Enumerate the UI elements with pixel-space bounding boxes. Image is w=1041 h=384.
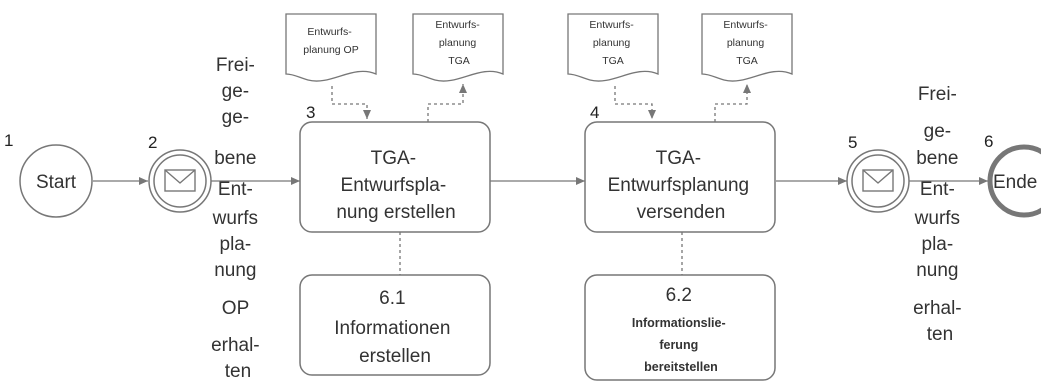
label-line: erhal-: [211, 335, 260, 356]
message-event-2-label: Frei- ge- ge- bene Ent- wurfs pla- nung …: [211, 55, 265, 382]
task-label-line: 6.1: [379, 288, 405, 309]
document-entwurfsplanung-tga-input[interactable]: Entwurfs- planung TGA: [567, 13, 659, 82]
end-event[interactable]: 6 Ende: [984, 132, 1041, 218]
label-line: ge-: [222, 81, 249, 102]
data-associations: [331, 84, 751, 275]
document-label-line: planung: [593, 37, 631, 49]
label-line: ge-: [924, 121, 951, 142]
envelope-icon: [164, 169, 196, 192]
task-label-line: Informationslie-: [632, 316, 726, 330]
label-line: ge-: [222, 107, 249, 128]
association-task3-to-doc2[interactable]: [427, 84, 467, 122]
label-line: wurfs: [914, 208, 960, 229]
document-label-line: TGA: [736, 55, 758, 67]
task-informationen-erstellen[interactable]: 6.1 Informationen erstellen: [299, 274, 491, 376]
label-line: Frei-: [918, 84, 957, 105]
label-line: Ent-: [218, 179, 253, 200]
message-event-5-label: Frei- ge- bene Ent- wurfs pla- nung erha…: [913, 84, 967, 345]
task-label-line: Entwurfspla-: [341, 175, 447, 196]
message-catch-event-2[interactable]: 2: [148, 133, 212, 213]
start-event[interactable]: 1 Start: [4, 131, 93, 218]
label-line: Ent-: [920, 179, 955, 200]
label-line: pla-: [922, 234, 954, 255]
document-entwurfsplanung-op[interactable]: Entwurfs- planung OP: [285, 13, 377, 82]
label-line: erhal-: [913, 298, 962, 319]
task-tga-entwurfsplanung-versenden[interactable]: 4 TGA- Entwurfsplanung versenden: [584, 103, 776, 233]
svg-text:Entwurfs- planung: Entwurfs- planung TGA: [435, 19, 482, 67]
task-number: 3: [306, 103, 315, 122]
document-label-line: planung: [727, 37, 765, 49]
task-label-line: Informationen: [334, 318, 450, 339]
label-line: bene: [214, 148, 256, 169]
label-line: nung: [214, 260, 256, 281]
document-label-line: Entwurfs-: [307, 26, 352, 38]
start-event-label: Start: [36, 172, 77, 193]
label-line: bene: [916, 148, 958, 169]
label-line: ten: [225, 361, 251, 382]
document-label-line: planung OP: [303, 44, 358, 56]
document-label-line: Entwurfs-: [723, 19, 768, 31]
document-label-line: Entwurfs-: [435, 19, 480, 31]
association-doc3-to-task4[interactable]: [614, 86, 656, 119]
task-informationslieferung-bereitstellen[interactable]: 6.2 Informationslie- ferung bereitstelle…: [584, 274, 776, 381]
svg-text:TGA- Entwurfsplanung: TGA- Entwurfsplanung versenden: [608, 148, 755, 223]
task-tga-entwurfsplanung-erstellen[interactable]: 3 TGA- Entwurfspla- nung erstellen: [299, 103, 491, 233]
task-label-line: ferung: [659, 338, 698, 352]
svg-text:Entwurfs- planung OP: Entwurfs- planung OP: [303, 26, 358, 56]
document-label-line: TGA: [602, 55, 624, 67]
label-line: nung: [916, 260, 958, 281]
task-label-line: erstellen: [359, 346, 431, 367]
task-label-line: 6.2: [666, 285, 692, 306]
association-task4-to-doc4[interactable]: [714, 84, 751, 122]
document-entwurfsplanung-tga-sent[interactable]: Entwurfs- planung TGA: [701, 13, 793, 82]
end-event-number: 6: [984, 132, 993, 151]
event-number: 5: [848, 133, 857, 152]
label-line: Frei-: [216, 55, 255, 76]
label-line: wurfs: [212, 208, 258, 229]
task-label-line: TGA-: [371, 148, 416, 169]
document-label-line: TGA: [448, 55, 470, 67]
association-doc1-to-task3[interactable]: [331, 86, 371, 119]
svg-text:6.1 Informationen: 6.1 Informationen erstellen: [334, 288, 455, 367]
task-label-line: bereitstellen: [644, 360, 718, 374]
envelope-icon: [862, 169, 894, 192]
document-entwurfsplanung-tga-output[interactable]: Entwurfs- planung TGA: [412, 13, 504, 82]
svg-text:Entwurfs- planung: Entwurfs- planung TGA: [723, 19, 770, 67]
label-line: OP: [222, 298, 249, 319]
message-catch-event-5[interactable]: 5: [846, 133, 910, 213]
document-label-line: Entwurfs-: [589, 19, 634, 31]
svg-text:TGA- Entwurfspla-: TGA- Entwurfspla- nung erstellen: [336, 148, 455, 223]
task-label-line: TGA-: [656, 148, 701, 169]
task-number: 4: [590, 103, 599, 122]
svg-text:6.2 Informationslie-: 6.2 Informationslie- ferung bereitstelle…: [632, 285, 730, 374]
task-label-line: Entwurfsplanung: [608, 175, 750, 196]
label-line: ten: [927, 324, 953, 345]
task-label-line: nung erstellen: [336, 202, 455, 223]
end-event-label: Ende: [993, 172, 1037, 193]
svg-text:Entwurfs- planung: Entwurfs- planung TGA: [589, 19, 636, 67]
start-event-number: 1: [4, 131, 13, 150]
task-label-line: versenden: [637, 202, 726, 223]
label-line: pla-: [220, 234, 252, 255]
document-label-line: planung: [439, 37, 477, 49]
event-number: 2: [148, 133, 157, 152]
